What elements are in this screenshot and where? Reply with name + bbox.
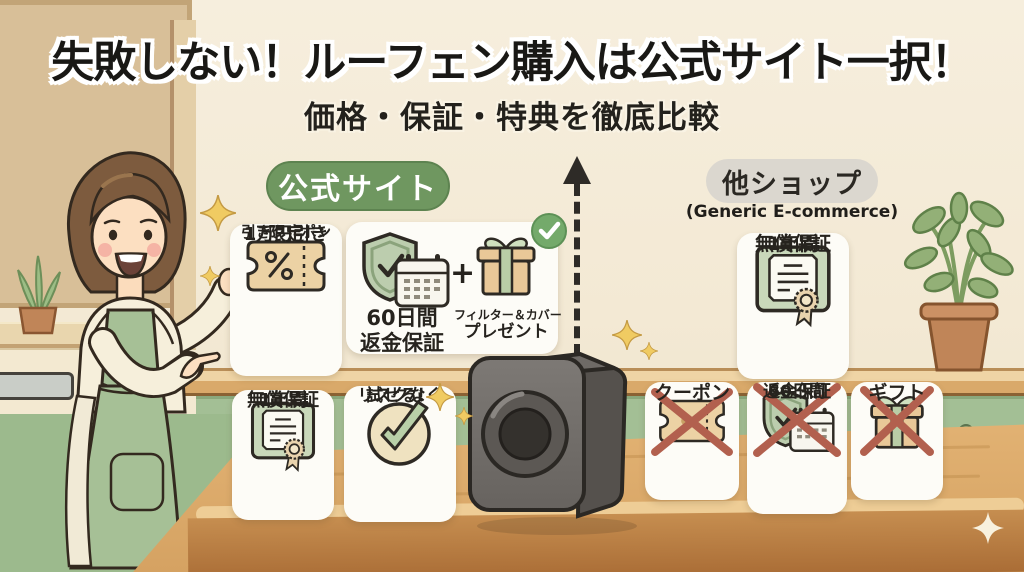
page-title: 失敗しない！ルーフェン購入は公式サイト一択！	[51, 38, 973, 88]
coupon-ticket-icon	[246, 240, 326, 292]
other-shops-badge: 他ショップ	[706, 159, 878, 203]
check-badge-icon	[531, 213, 567, 249]
aloe-plant-icon	[17, 255, 61, 335]
shield-check-calendar-icon	[362, 232, 450, 308]
woman-illustration	[64, 151, 242, 570]
coupon-card-line3: 引きクーポン	[240, 223, 331, 241]
sink	[0, 372, 74, 400]
card-other-warranty: 1年間 無償保証	[737, 233, 849, 379]
other-shops-sublabel: (Generic E-commerce)	[685, 202, 899, 222]
official-site-badge-label: 公式サイト	[278, 172, 438, 207]
official-warranty-line2: 無償保証	[247, 390, 319, 411]
card-no-moneyback: 60日間 返金保証	[747, 382, 847, 514]
cross-icon	[753, 383, 841, 457]
moneyback-line2: 返金保証	[360, 330, 444, 355]
card-official-warranty: 1年間 無償保証	[232, 390, 334, 520]
card-moneyback-and-gift: + 60日間 返金保証 フィルター＆カバー プレゼント	[346, 213, 567, 355]
other-warranty-line1: 1年間	[767, 233, 819, 255]
coupon-card-line2: 1万円引き	[243, 224, 329, 245]
no-coupon-label: クーポン	[653, 382, 730, 404]
card-limited-coupon: 限定 1万円引き 引きクーポン	[230, 223, 342, 376]
card-no-coupon: クーポン	[645, 382, 739, 500]
no-risk-line2: 試せる！	[366, 386, 434, 406]
plus-sign: +	[450, 256, 476, 291]
sparkle-icon	[972, 512, 1004, 544]
other-warranty-line2: 無償保証	[754, 233, 831, 255]
dashed-arrow-line	[574, 184, 580, 356]
sparkle-icon	[455, 407, 473, 425]
certificate-icon	[755, 245, 831, 328]
no-risk-line1: リスクなく	[357, 386, 443, 406]
cross-icon	[860, 386, 934, 456]
no-moneyback-line2: 返金保証	[763, 382, 831, 402]
sparkle-icon	[200, 195, 236, 231]
card-no-risk: リスクなく 試せる！	[344, 386, 456, 522]
sparkle-icon	[426, 383, 454, 411]
gift-icon	[476, 237, 536, 296]
sparkle-icon	[612, 320, 642, 350]
other-shops-badge-label: 他ショップ	[722, 168, 862, 200]
card-no-gift: ギフト	[851, 382, 943, 500]
no-moneyback-line1: 60日間	[768, 382, 826, 402]
gift-line2: プレゼント	[463, 322, 549, 343]
cross-icon	[651, 388, 733, 456]
potted-plant-icon	[903, 191, 1014, 372]
loofen-appliance	[468, 352, 637, 535]
sparkle-icon	[200, 266, 220, 286]
sparkle-icon	[640, 342, 658, 360]
up-arrow-icon	[563, 156, 591, 184]
page-subtitle: 価格・保証・特典を徹底比較	[304, 100, 720, 136]
check-circle-icon	[367, 400, 431, 466]
coupon-card-line1: 限定	[268, 224, 304, 245]
official-warranty-line1: 1年間	[258, 390, 308, 411]
no-gift-label: ギフト	[868, 382, 926, 404]
moneyback-line1: 60日間	[366, 306, 438, 330]
official-site-badge: 公式サイト	[266, 161, 450, 211]
certificate-icon	[250, 402, 316, 472]
gift-line1: フィルター＆カバー	[454, 308, 562, 322]
